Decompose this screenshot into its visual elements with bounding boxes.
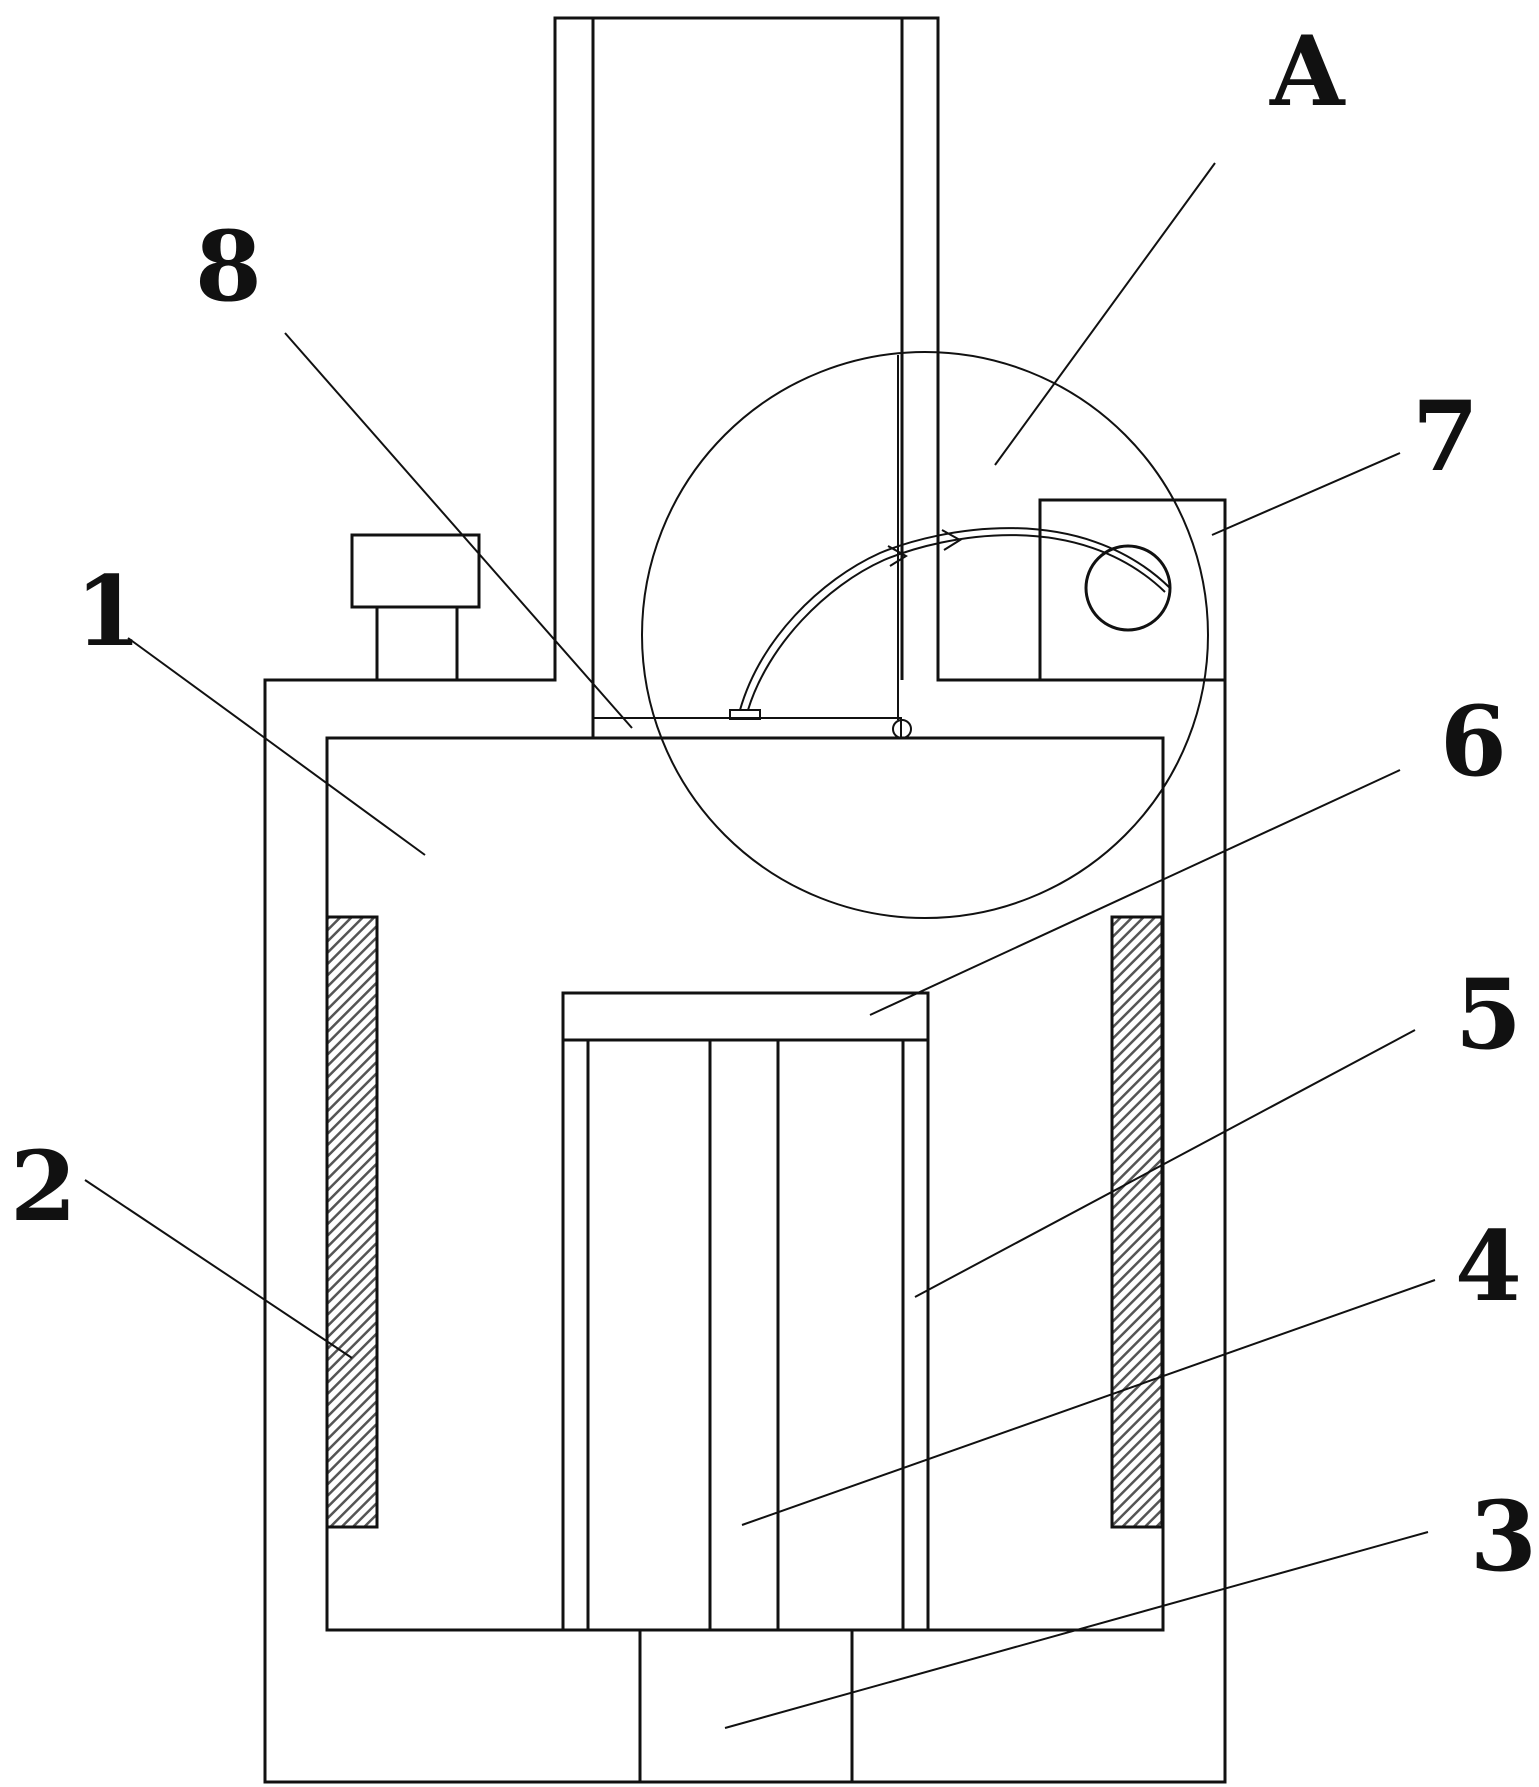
leader-a [994, 162, 1216, 466]
knob-cap [350, 533, 481, 609]
side-plate-left [325, 915, 379, 1529]
side-plate-right [1110, 915, 1164, 1529]
label-6: 6 [1440, 685, 1507, 798]
detail-circle-a [641, 351, 1209, 919]
leader-7 [1211, 452, 1401, 536]
cable-marker [887, 529, 962, 567]
leader-5 [914, 1029, 1416, 1298]
leader-4 [741, 1279, 1436, 1526]
label-5: 5 [1455, 958, 1522, 1071]
label-3: 3 [1470, 1480, 1537, 1593]
cable-inner [747, 534, 1166, 711]
hinge-pin [892, 719, 912, 739]
leader-3 [724, 1531, 1429, 1729]
top-plate [592, 717, 902, 739]
inner-chamber [325, 736, 1165, 1632]
motor-wheel [1084, 544, 1172, 632]
label-7: 7 [1412, 380, 1479, 493]
label-2: 2 [10, 1130, 77, 1243]
plate-connector [729, 709, 761, 720]
leader-8 [284, 332, 633, 729]
label-a: A [1269, 15, 1346, 128]
label-8: 8 [195, 210, 262, 323]
outer-housing [263, 16, 1227, 1784]
motor-box [1038, 498, 1227, 682]
label-4: 4 [1455, 1210, 1522, 1323]
leader-2 [84, 1179, 353, 1359]
label-1: 1 [75, 555, 142, 668]
leader-1 [127, 637, 426, 856]
frame-outer [561, 991, 930, 1632]
cable [739, 527, 1171, 711]
leader-6 [869, 769, 1401, 1016]
